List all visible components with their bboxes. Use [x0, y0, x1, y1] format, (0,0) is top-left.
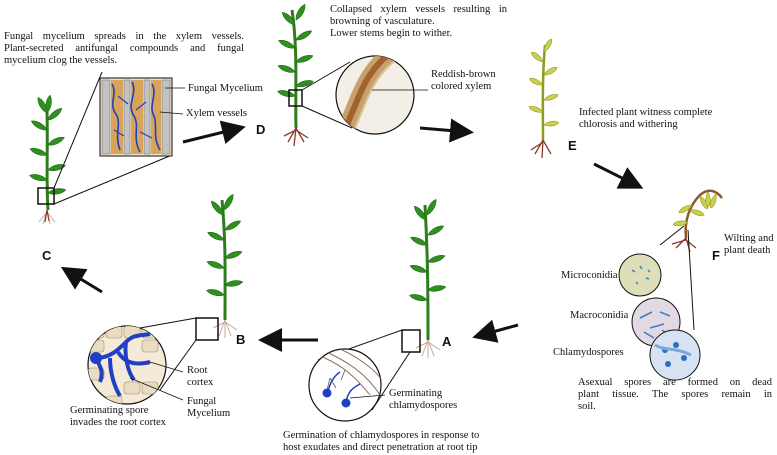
label-xylem-vessels: Xylem vessels: [186, 108, 247, 119]
stage-label-f: F: [712, 248, 720, 263]
plant-c: [28, 71, 173, 225]
annotation-germination: Germination of chlamydospores in respons…: [283, 430, 480, 453]
label-fungal-mycelium-bottom: Fungal Mycelium: [187, 396, 231, 419]
label-wilting: Wilting and plant death: [724, 233, 774, 256]
plant-b: [139, 192, 244, 391]
annotation-germinating-spore: Germinating spore invades the root corte…: [70, 405, 166, 428]
label-germinating-chlamydospores: Germinating chlamydospores: [389, 388, 458, 411]
stage-label-a: A: [442, 334, 452, 349]
arrow-e-to-f: [593, 162, 644, 189]
arrow-d-to-e: [419, 118, 474, 143]
stage-label-c: C: [42, 248, 52, 263]
arrow-c-to-d: [182, 120, 246, 144]
annotation-collapsed-xylem-2: browning of vasculature. Lower stems beg…: [330, 16, 453, 39]
label-root-cortex: Root cortex: [187, 365, 214, 388]
germination-circle-a: [308, 348, 386, 422]
xylem-inset: [99, 77, 185, 157]
plant-f: [659, 189, 723, 331]
cycle-arrows: [60, 118, 644, 352]
stage-label-e: E: [568, 138, 577, 153]
stage-label-d: D: [256, 122, 266, 137]
plant-d: [276, 2, 353, 147]
plant-e: [527, 37, 560, 159]
spore-circles: [618, 253, 701, 381]
annotation-asexual-spores: Asexual spores are formed on dead plant …: [578, 377, 772, 412]
label-microconidia: Microconidia: [561, 270, 618, 281]
label-macroconidia: Macroconidia: [570, 310, 629, 321]
label-chlamydospores: Chlamydospores: [553, 347, 624, 358]
stage-label-b: B: [236, 332, 246, 347]
label-reddish-brown-xylem: Reddish-brown colored xylem: [431, 69, 496, 92]
annotation-xylem-spread: Fungal mycelium spreads in the xylem ves…: [4, 31, 244, 54]
arrow-f-to-a: [472, 319, 519, 343]
annotation-chlorosis: Infected plant witness complete chlorosi…: [579, 107, 713, 130]
root-cortex-circle-b: [87, 325, 184, 405]
annotation-collapsed-xylem: Collapsed xylem vessels resulting in: [330, 4, 507, 15]
arrow-b-to-c: [60, 266, 103, 294]
label-fungal-mycelium-top: Fungal Mycelium: [188, 83, 263, 94]
annotation-xylem-spread-end: mycelium clog the vessels.: [4, 55, 118, 66]
